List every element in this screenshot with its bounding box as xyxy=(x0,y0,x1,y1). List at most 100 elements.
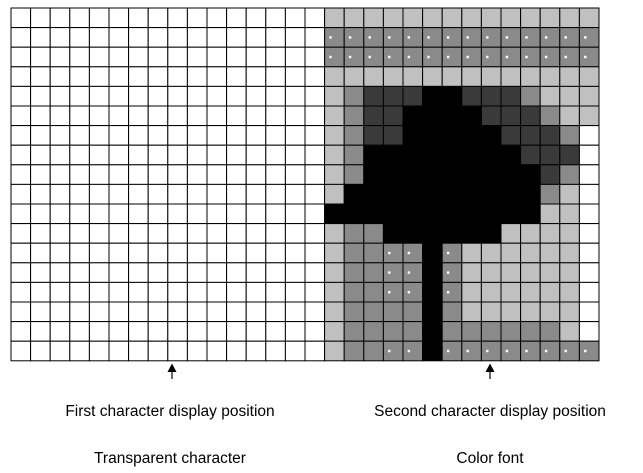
glyph-cell xyxy=(422,203,443,225)
glyph-cell xyxy=(500,125,522,146)
grid-cell xyxy=(49,164,71,185)
grid-cell xyxy=(30,66,51,87)
grid-cell xyxy=(304,340,326,362)
grid-cell xyxy=(49,85,71,107)
grid-cell xyxy=(245,66,267,87)
grid-cell xyxy=(206,223,228,244)
grid-cell xyxy=(284,203,306,225)
glyph-cell xyxy=(539,27,561,48)
glyph-cell xyxy=(422,223,443,244)
glyph-cell xyxy=(480,7,502,29)
grid-cell xyxy=(128,223,149,244)
glyph-cell xyxy=(402,321,424,342)
grid-cell xyxy=(88,105,110,127)
grid-cell xyxy=(167,281,188,303)
glyph-cell xyxy=(539,183,561,205)
grid-cell xyxy=(265,66,286,87)
glyph-cell xyxy=(539,66,561,87)
grid-cell xyxy=(49,144,71,166)
grid-cell xyxy=(284,85,306,107)
glyph-cell xyxy=(343,125,365,146)
glyph-cell xyxy=(343,7,365,29)
glyph-cell xyxy=(324,301,345,323)
glyph-cell xyxy=(363,301,384,323)
grid-cell xyxy=(69,301,90,323)
glyph-cell xyxy=(578,66,600,87)
grid-cell xyxy=(108,183,130,205)
grid-cell xyxy=(10,46,32,68)
cell-dot xyxy=(407,251,411,255)
grid-cell xyxy=(69,85,90,107)
cell-dot xyxy=(427,55,430,59)
glyph-cell xyxy=(343,242,365,264)
grid-cell xyxy=(284,7,306,29)
grid-cell xyxy=(226,125,247,146)
grid-cell xyxy=(49,7,71,29)
glyph-cell xyxy=(559,281,580,303)
glyph-cell xyxy=(578,262,600,283)
glyph-cell xyxy=(461,242,482,264)
glyph-cell xyxy=(441,105,463,127)
grid-cell xyxy=(49,340,71,362)
glyph-cell xyxy=(500,262,522,283)
glyph-cell xyxy=(402,7,424,29)
grid-cell xyxy=(10,301,32,323)
grid-cell xyxy=(167,321,188,342)
cell-dot xyxy=(584,55,587,59)
glyph-cell xyxy=(422,164,443,185)
position-arrows xyxy=(167,363,495,379)
grid-cell xyxy=(265,340,286,362)
grid-cell xyxy=(304,46,326,68)
grid-cell xyxy=(147,262,169,283)
glyph-cell xyxy=(363,281,384,303)
grid-cell xyxy=(108,66,130,87)
glyph-cell xyxy=(382,223,404,244)
glyph-cell xyxy=(578,203,600,225)
grid-cell xyxy=(30,46,51,68)
glyph-cell xyxy=(402,281,424,303)
grid-cell xyxy=(108,46,130,68)
glyph-cell xyxy=(402,242,424,264)
grid-cell xyxy=(49,183,71,205)
glyph-cell xyxy=(441,340,463,362)
grid-cell xyxy=(69,242,90,264)
cell-dot xyxy=(446,55,450,59)
grid-cell xyxy=(284,125,306,146)
grid-cell xyxy=(128,125,149,146)
cell-dot xyxy=(329,36,332,39)
glyph-cell xyxy=(382,27,404,48)
cell-dot xyxy=(525,36,528,39)
grid-cell xyxy=(49,321,71,342)
cell-dot xyxy=(388,349,391,353)
grid-cell xyxy=(284,340,306,362)
grid-cell xyxy=(10,242,32,264)
grid-cell xyxy=(226,46,247,68)
glyph-cell xyxy=(382,281,404,303)
grid-cell xyxy=(245,281,267,303)
glyph-cell xyxy=(480,340,502,362)
grid-cell xyxy=(167,105,188,127)
glyph-cell xyxy=(520,85,541,107)
transparent-character-grid xyxy=(10,7,326,362)
glyph-cell xyxy=(363,203,384,225)
glyph-cell xyxy=(343,144,365,166)
grid-cell xyxy=(108,7,130,29)
glyph-cell xyxy=(461,183,482,205)
grid-cell xyxy=(226,66,247,87)
grid-cell xyxy=(226,203,247,225)
grid-cell xyxy=(108,242,130,264)
glyph-cell xyxy=(441,46,463,68)
glyph-cell xyxy=(559,321,580,342)
grid-cell xyxy=(128,66,149,87)
glyph-cell xyxy=(520,125,541,146)
glyph-cell xyxy=(520,27,541,48)
glyph-cell xyxy=(422,340,443,362)
grid-cell xyxy=(265,164,286,185)
glyph-cell xyxy=(559,223,580,244)
color-font-label: Color font xyxy=(456,450,524,467)
glyph-cell xyxy=(461,27,482,48)
grid-cell xyxy=(10,262,32,283)
grid-cell xyxy=(245,223,267,244)
grid-cell xyxy=(147,321,169,342)
cell-dot xyxy=(544,36,548,39)
